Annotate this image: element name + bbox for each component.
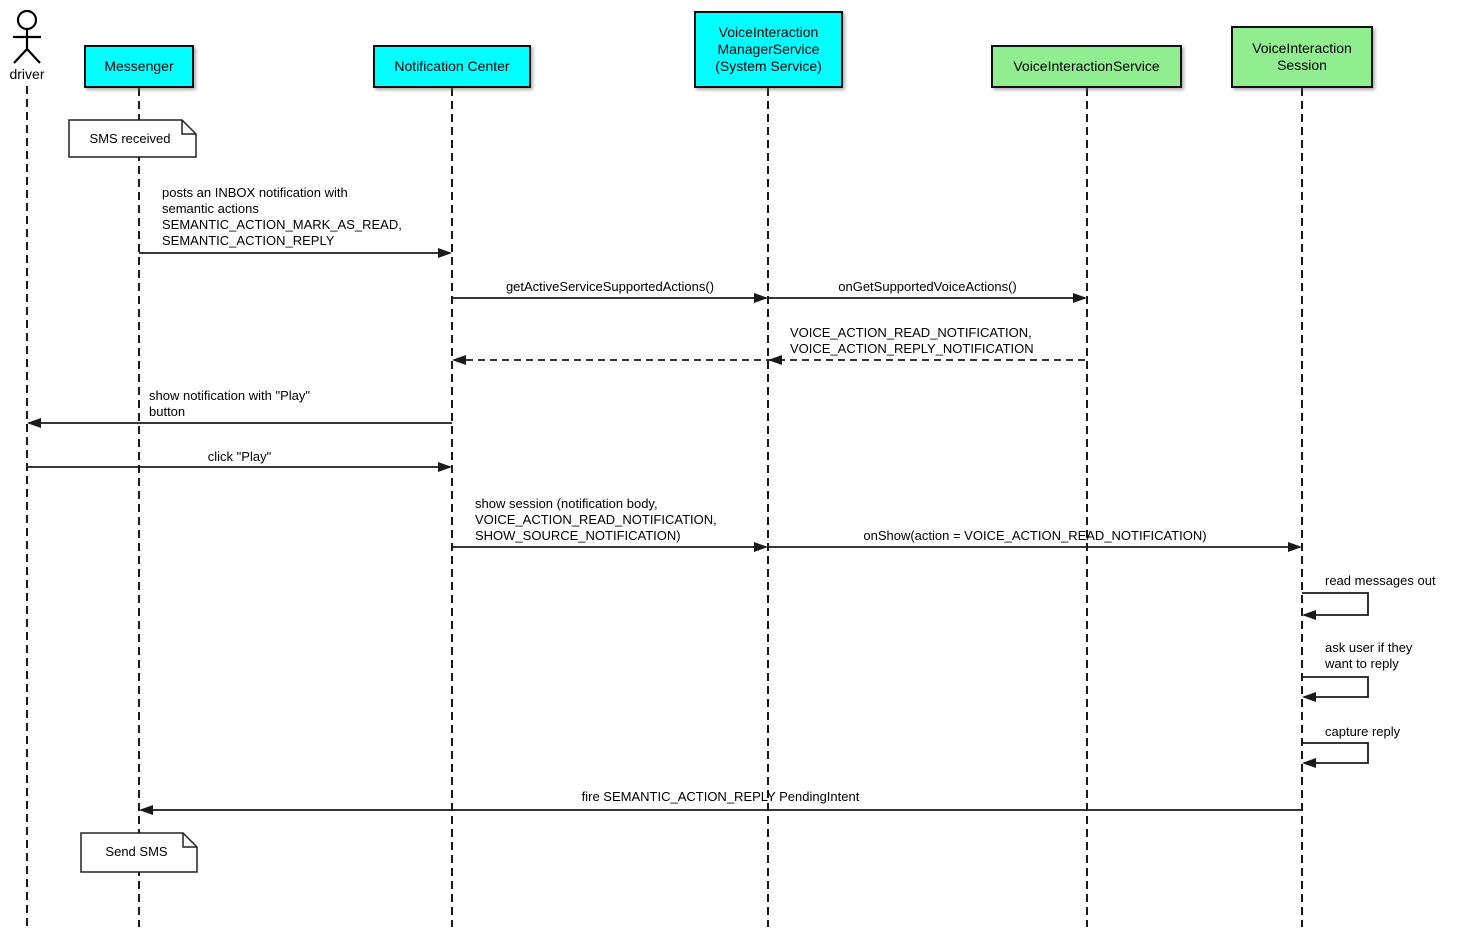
- note-sms-received: SMS received: [89, 131, 171, 146]
- participant-voice-interaction-session: VoiceInteraction Session: [1231, 26, 1373, 88]
- message-label-get-active-service-supported-actions: getActiveServiceSupportedActions(): [505, 279, 715, 294]
- message-label-capture-reply: capture reply: [1325, 724, 1401, 739]
- note-shapes: [68, 119, 198, 873]
- actor-driver-icon: [13, 9, 41, 64]
- participant-notification-center: Notification Center: [373, 45, 531, 88]
- participant-messenger: Messenger: [84, 45, 194, 88]
- note-send-sms: Send SMS: [105, 844, 168, 859]
- message-label-show-session: show session (notification body, VOICE_A…: [475, 496, 717, 543]
- arrowheads: [27, 248, 1316, 815]
- message-label-read-messages-out: read messages out: [1325, 573, 1436, 588]
- message-label-voice-actions-return: VOICE_ACTION_READ_NOTIFICATION, VOICE_AC…: [790, 325, 1034, 356]
- message-label-show-notification-play: show notification with "Play" button: [149, 388, 310, 419]
- message-label-click-play: click "Play": [207, 449, 272, 464]
- participant-voice-interaction-manager-service: VoiceInteraction ManagerService (System …: [694, 11, 843, 88]
- message-label-on-show-action: onShow(action = VOICE_ACTION_READ_NOTIFI…: [863, 528, 1207, 543]
- actor-driver-label: driver: [9, 66, 45, 82]
- message-label-fire-semantic-action-reply: fire SEMANTIC_ACTION_REPLY PendingIntent: [581, 789, 860, 804]
- participant-voice-interaction-service: VoiceInteractionService: [991, 45, 1182, 88]
- message-label-posts-inbox-notification: posts an INBOX notification with semanti…: [162, 185, 402, 248]
- message-label-ask-user-reply: ask user if they want to reply: [1325, 640, 1413, 671]
- message-label-on-get-supported-voice-actions: onGetSupportedVoiceActions(): [838, 279, 1017, 294]
- lifelines: [26, 86, 1303, 927]
